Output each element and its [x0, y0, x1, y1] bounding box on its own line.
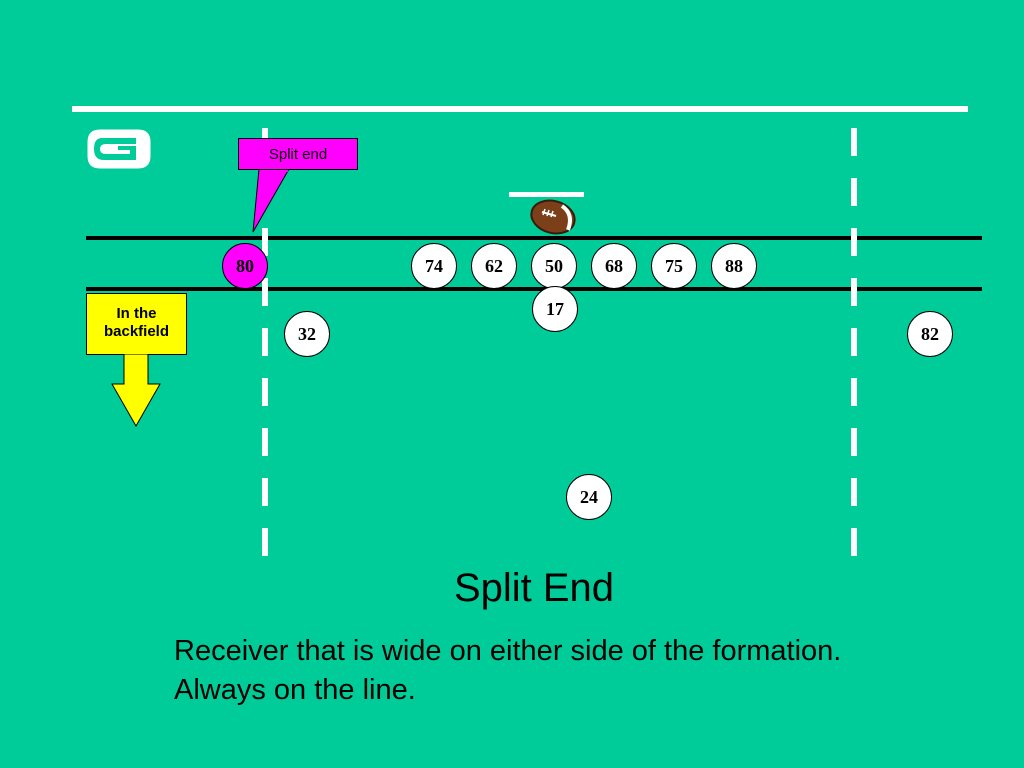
slide-description: Receiver that is wide on either side of …: [174, 635, 842, 706]
scrimmage-line-bottom: [86, 287, 982, 291]
player-tailback: 24: [566, 474, 612, 520]
player-number: 80: [236, 255, 254, 276]
player-number: 50: [545, 255, 563, 276]
split-end-callout-label: Split end: [268, 145, 328, 163]
player-number: 74: [425, 255, 443, 276]
player-tight-end: 88: [711, 243, 757, 289]
player-number: 82: [921, 323, 939, 344]
football-icon: [530, 199, 576, 235]
player-left-tackle: 74: [411, 243, 457, 289]
player-number: 62: [485, 255, 503, 276]
player-quarterback: 17: [532, 286, 578, 332]
backfield-callout-line1: In the: [116, 305, 157, 322]
split-end-callout-pointer: [252, 168, 290, 233]
scrimmage-line-top: [86, 236, 982, 240]
player-left-back: 32: [284, 311, 330, 357]
slide-title: Split End: [453, 566, 615, 610]
player-split-end: 80: [222, 243, 268, 289]
top-boundary-line: [72, 106, 968, 112]
player-center: 50: [531, 243, 577, 289]
ball-marker-bar: [509, 192, 584, 197]
player-right-guard: 68: [591, 243, 637, 289]
player-flanker: 82: [907, 311, 953, 357]
player-right-tackle: 75: [651, 243, 697, 289]
player-number: 32: [298, 323, 316, 344]
green-bay-g-logo-icon: [87, 129, 151, 169]
player-number: 68: [605, 255, 623, 276]
player-number: 17: [546, 298, 564, 319]
player-number: 88: [725, 255, 743, 276]
backfield-callout: In the backfield: [86, 293, 187, 355]
split-end-callout: Split end: [238, 138, 358, 170]
down-arrow-icon: [111, 354, 161, 428]
player-number: 75: [665, 255, 683, 276]
player-number: 24: [580, 486, 598, 507]
backfield-callout-line2: backfield: [103, 323, 170, 340]
player-left-guard: 62: [471, 243, 517, 289]
